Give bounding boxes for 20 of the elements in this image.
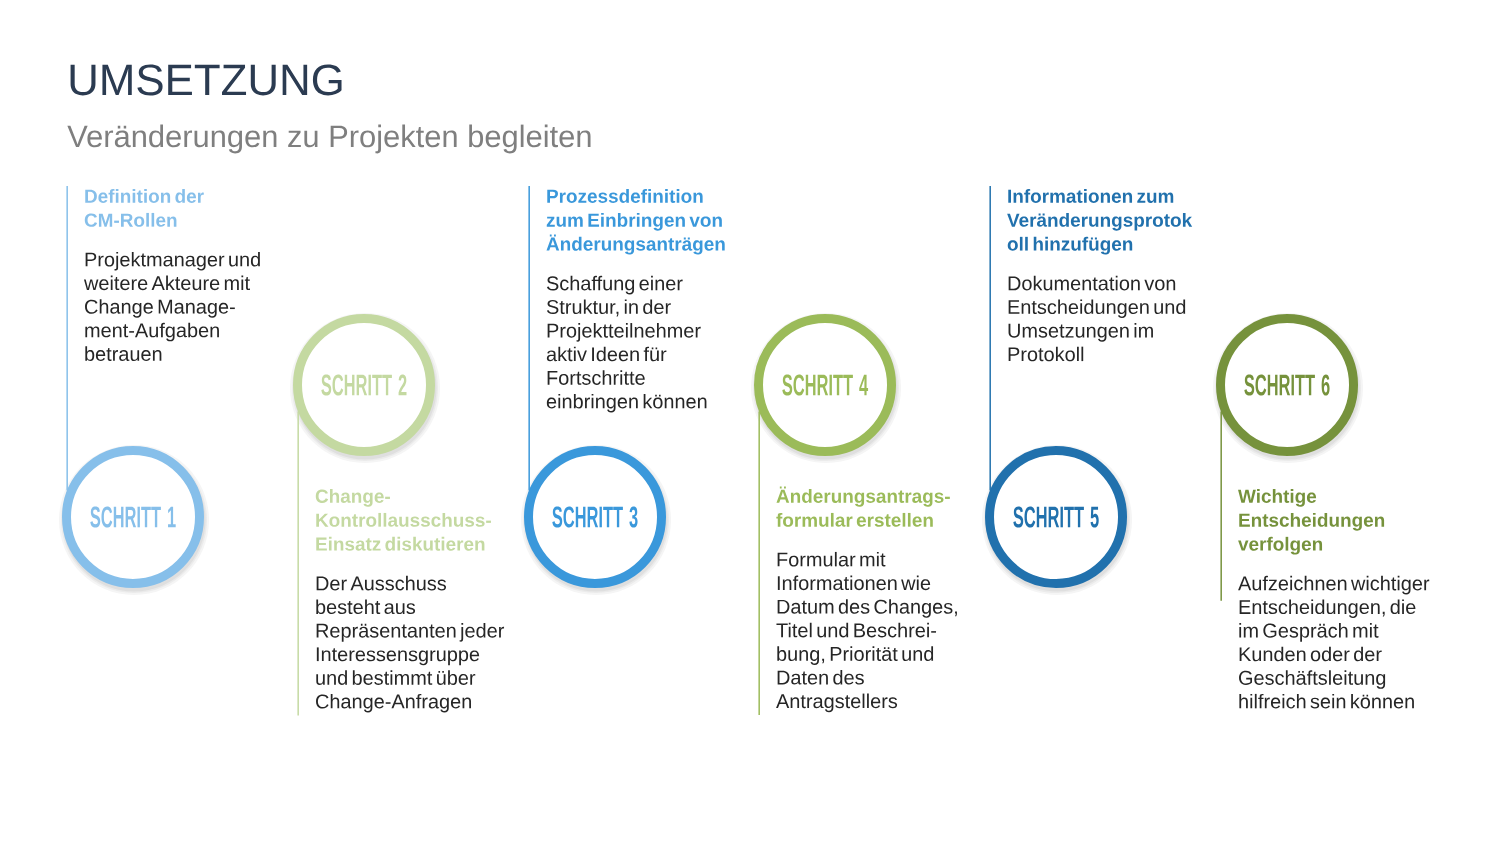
connector-line — [1220, 410, 1222, 602]
step-description: Aufzeichnen wichtiger Entscheidungen, die im Gespräch mit Kunden oder der Geschäftsleitung hilfreich sein können — [1238, 575, 1430, 709]
step-description: Projektmanager und weitere Akteure mit Change Manage- ment-Aufgaben betrauen — [83, 251, 260, 361]
step-description: Schaffung einer Struktur, in der Projektteilnehmer aktiv Ideen für Fortschritte einbringen können — [546, 275, 707, 413]
connector-line — [528, 185, 530, 492]
step-heading: Wichtige Entscheidungen verfolgen — [1238, 489, 1385, 555]
step-heading: Informationen zum Veränderungsprotok oll hinzufügen — [1007, 189, 1193, 255]
step-heading: Definition der CM-Rollen — [84, 189, 204, 227]
connector-line — [297, 410, 299, 717]
step-description: Der Ausschuss besteht aus Repräsentanten jeder Interessensgruppe und bestimmt über Change-Anfragen — [316, 575, 505, 713]
step-heading: Prozessdefinition zum Einbringen von Änderungsanträgen — [546, 189, 725, 255]
step-heading: Change- Kontrollausschuss- Einsatz diskutieren — [315, 489, 491, 551]
step-description: Dokumentation von Entscheidungen und Umsetzungen im Protokoll — [1008, 275, 1186, 362]
step-heading: Änderungsantrags- formular erstellen — [776, 486, 950, 527]
connector-line — [758, 410, 760, 716]
title: UMSETZUNG — [70, 64, 342, 96]
subtitle: Veränderungen zu Projekten begleiten — [67, 124, 591, 154]
connector-line — [989, 185, 991, 492]
connector-line — [66, 185, 68, 492]
step-description: Formular mit Informationen wie Datum des Changes, Titel und Beschrei- bung, Priorität und Daten des Antragstellers — [776, 551, 957, 713]
